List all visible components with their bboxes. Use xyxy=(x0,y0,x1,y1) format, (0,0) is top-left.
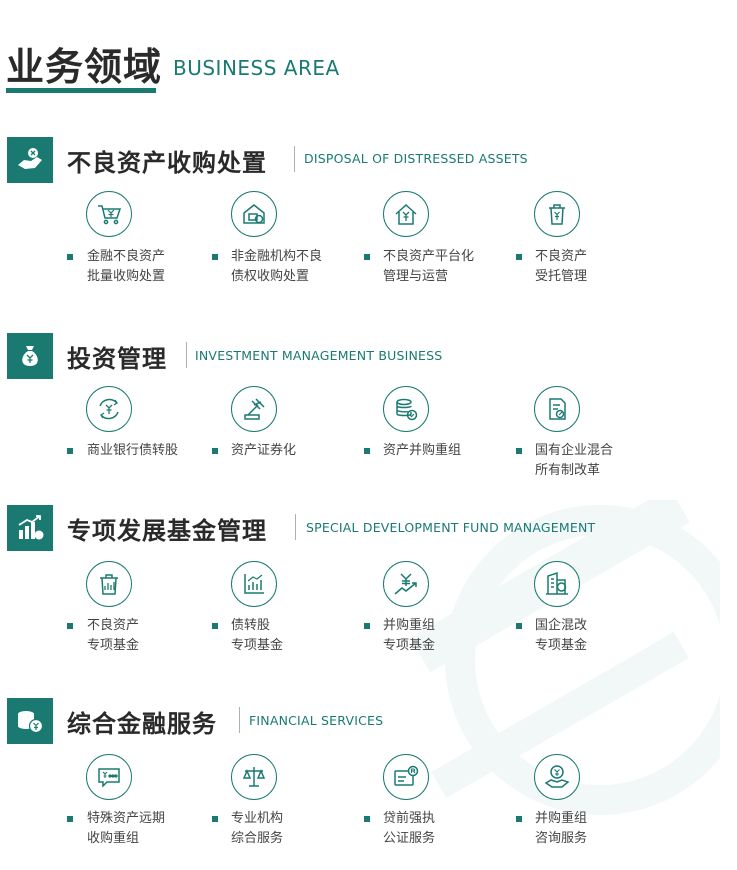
item-line-2: 批量收购处置 xyxy=(87,269,166,284)
item-line-2: 专项基金 xyxy=(383,638,436,653)
title-divider xyxy=(186,342,187,368)
title-underline xyxy=(6,88,156,93)
section-title: 综合金融服务 xyxy=(67,710,217,738)
list-bullet xyxy=(212,254,218,260)
coins-icon xyxy=(7,698,53,744)
item-line-1: 并购重组 xyxy=(535,811,588,826)
yen-trend-icon xyxy=(383,561,429,607)
list-item: 不良资产平台化 管理与运营 xyxy=(383,247,474,287)
chat-yen-icon xyxy=(86,754,132,800)
item-line-2: 咨询服务 xyxy=(535,831,588,846)
list-bullet xyxy=(67,623,73,629)
item-line-2: 专项基金 xyxy=(87,638,140,653)
background-watermark xyxy=(410,500,720,815)
list-bullet xyxy=(67,254,73,260)
item-line-1: 不良资产 xyxy=(87,618,140,633)
item-line-1: 资产证券化 xyxy=(231,443,297,458)
item-line-1: 特殊资产远期 xyxy=(87,811,166,826)
list-bullet xyxy=(364,448,370,454)
item-line-1: 国有企业混合 xyxy=(535,443,614,458)
section-subtitle: SPECIAL DEVELOPMENT FUND MANAGEMENT xyxy=(306,520,596,535)
item-line-1: 金融不良资产 xyxy=(87,249,166,264)
list-item: 并购重组 咨询服务 xyxy=(535,809,587,849)
list-bullet xyxy=(364,254,370,260)
bar-chart-icon xyxy=(231,561,277,607)
item-line-2: 专项基金 xyxy=(231,638,284,653)
page-title: 业务领域 xyxy=(6,45,163,89)
item-line-2: 受托管理 xyxy=(535,269,588,284)
item-line-2: 专项基金 xyxy=(535,638,588,653)
building-yen-icon xyxy=(534,561,580,607)
list-item: 金融不良资产 批量收购处置 xyxy=(87,247,165,287)
item-line-2: 债权收购处置 xyxy=(231,269,310,284)
trash-yen-icon xyxy=(534,191,580,237)
item-line-1: 国企混改 xyxy=(535,618,588,633)
money-bag-icon xyxy=(7,333,53,379)
list-item: 不良资产 受托管理 xyxy=(535,247,587,287)
list-bullet xyxy=(364,623,370,629)
list-bullet xyxy=(364,816,370,822)
item-line-1: 债转股 xyxy=(231,618,271,633)
list-bullet xyxy=(212,623,218,629)
list-bullet xyxy=(516,816,522,822)
section-subtitle: DISPOSAL OF DISTRESSED ASSETS xyxy=(304,151,528,166)
list-bullet xyxy=(212,448,218,454)
list-item: 国企混改 专项基金 xyxy=(535,616,587,656)
list-item: 债转股 专项基金 xyxy=(231,616,283,656)
item-line-1: 并购重组 xyxy=(383,618,436,633)
document-edit-icon xyxy=(534,386,580,432)
title-divider xyxy=(295,514,296,540)
item-line-1: 不良资产 xyxy=(535,249,588,264)
list-item: 并购重组 专项基金 xyxy=(383,616,435,656)
list-item: 不良资产 专项基金 xyxy=(87,616,139,656)
hand-yen-icon xyxy=(534,754,580,800)
list-bullet xyxy=(67,448,73,454)
hand-coin-icon xyxy=(7,137,53,183)
list-bullet xyxy=(516,254,522,260)
item-line-2: 收购重组 xyxy=(87,831,140,846)
item-line-1: 贷前强执 xyxy=(383,811,436,826)
scale-icon xyxy=(231,754,277,800)
item-line-2: 综合服务 xyxy=(231,831,284,846)
list-item: 资产并购重组 xyxy=(383,441,461,461)
item-line-2: 公证服务 xyxy=(383,831,436,846)
item-line-1: 不良资产平台化 xyxy=(383,249,475,264)
list-item: 非金融机构不良 债权收购处置 xyxy=(231,247,322,287)
list-item: 特殊资产远期 收购重组 xyxy=(87,809,165,849)
list-bullet xyxy=(67,816,73,822)
house-coin-icon xyxy=(231,191,277,237)
section-subtitle: FINANCIAL SERVICES xyxy=(249,713,384,728)
list-bullet xyxy=(516,623,522,629)
item-line-1: 商业银行债转股 xyxy=(87,443,179,458)
growth-chart-icon xyxy=(7,505,53,551)
item-line-1: 非金融机构不良 xyxy=(231,249,323,264)
shopping-cart-yen-icon xyxy=(86,191,132,237)
section-subtitle: INVESTMENT MANAGEMENT BUSINESS xyxy=(195,348,443,363)
house-yen-icon xyxy=(383,191,429,237)
coin-stack-check-icon xyxy=(383,386,429,432)
list-item: 专业机构 综合服务 xyxy=(231,809,283,849)
item-line-1: 资产并购重组 xyxy=(383,443,462,458)
section-title: 投资管理 xyxy=(67,345,167,373)
list-item: 贷前强执 公证服务 xyxy=(383,809,435,849)
list-item: 国有企业混合 所有制改革 xyxy=(535,441,613,481)
item-line-1: 专业机构 xyxy=(231,811,284,826)
list-item: 资产证券化 xyxy=(231,441,296,461)
title-divider xyxy=(239,707,240,733)
list-item: 商业银行债转股 xyxy=(87,441,178,461)
section-title: 专项发展基金管理 xyxy=(67,517,267,545)
item-line-2: 所有制改革 xyxy=(535,463,601,478)
title-divider xyxy=(294,146,295,172)
list-bullet xyxy=(212,816,218,822)
gavel-icon xyxy=(231,386,277,432)
yen-cycle-icon xyxy=(86,386,132,432)
item-line-2: 管理与运营 xyxy=(383,269,449,284)
list-bullet xyxy=(516,448,522,454)
page-title-en: BUSINESS AREA xyxy=(173,56,340,80)
section-title: 不良资产收购处置 xyxy=(67,149,267,177)
card-r-icon xyxy=(383,754,429,800)
bin-chart-icon xyxy=(86,561,132,607)
